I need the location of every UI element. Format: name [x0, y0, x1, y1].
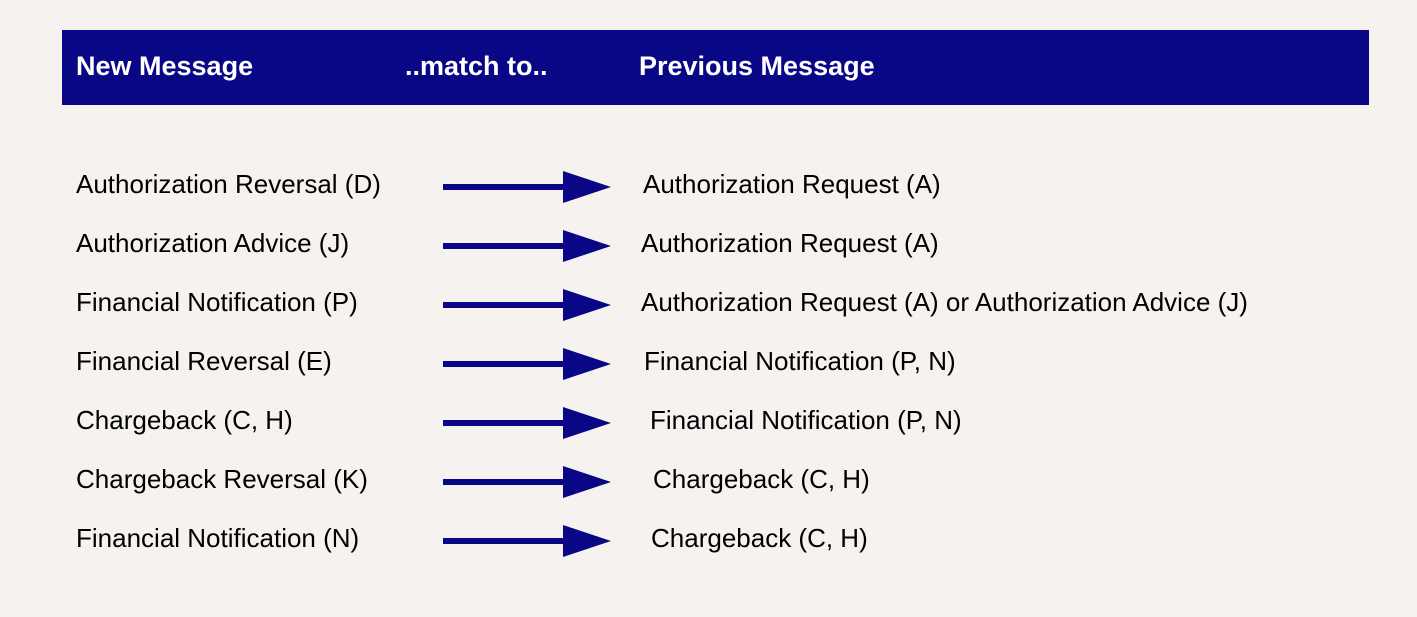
right-arrow-icon: [443, 407, 611, 439]
mapping-row: Financial Notification (N) Chargeback (C…: [0, 521, 1417, 561]
right-arrow-icon: [443, 230, 611, 262]
mapping-row: Financial Notification (P) Authorization…: [0, 285, 1417, 325]
previous-message-label: Authorization Request (A): [641, 228, 939, 258]
new-message-label: Chargeback Reversal (K): [76, 464, 368, 494]
previous-message-label: Financial Notification (P, N): [644, 346, 956, 376]
new-message-label: Authorization Advice (J): [76, 228, 350, 258]
right-arrow-icon: [443, 171, 611, 203]
right-arrow-icon: [443, 348, 611, 380]
previous-message-label: Authorization Request (A) or Authorizati…: [641, 287, 1248, 317]
right-arrow-icon: [443, 525, 611, 557]
previous-message-label: Chargeback (C, H): [651, 523, 868, 553]
new-message-label: Financial Reversal (E): [76, 346, 332, 376]
mapping-row: Chargeback (C, H) Financial Notification…: [0, 403, 1417, 443]
right-arrow-icon: [443, 466, 611, 498]
mapping-row: Chargeback Reversal (K) Chargeback (C, H…: [0, 462, 1417, 502]
new-message-label: Financial Notification (N): [76, 523, 360, 553]
new-message-label: Chargeback (C, H): [76, 405, 293, 435]
new-message-label: Authorization Reversal (D): [76, 169, 381, 199]
mapping-row: Authorization Reversal (D) Authorization…: [0, 167, 1417, 207]
header-match-to: ..match to..: [405, 51, 548, 81]
header-bar: [62, 30, 1369, 105]
mapping-row: Authorization Advice (J) Authorization R…: [0, 226, 1417, 266]
header-previous-message: Previous Message: [639, 51, 875, 81]
previous-message-label: Financial Notification (P, N): [650, 405, 962, 435]
previous-message-label: Authorization Request (A): [643, 169, 941, 199]
right-arrow-icon: [443, 289, 611, 321]
new-message-label: Financial Notification (P): [76, 287, 358, 317]
header-new-message: New Message: [76, 51, 254, 81]
mapping-row: Financial Reversal (E) Financial Notific…: [0, 344, 1417, 384]
previous-message-label: Chargeback (C, H): [653, 464, 870, 494]
